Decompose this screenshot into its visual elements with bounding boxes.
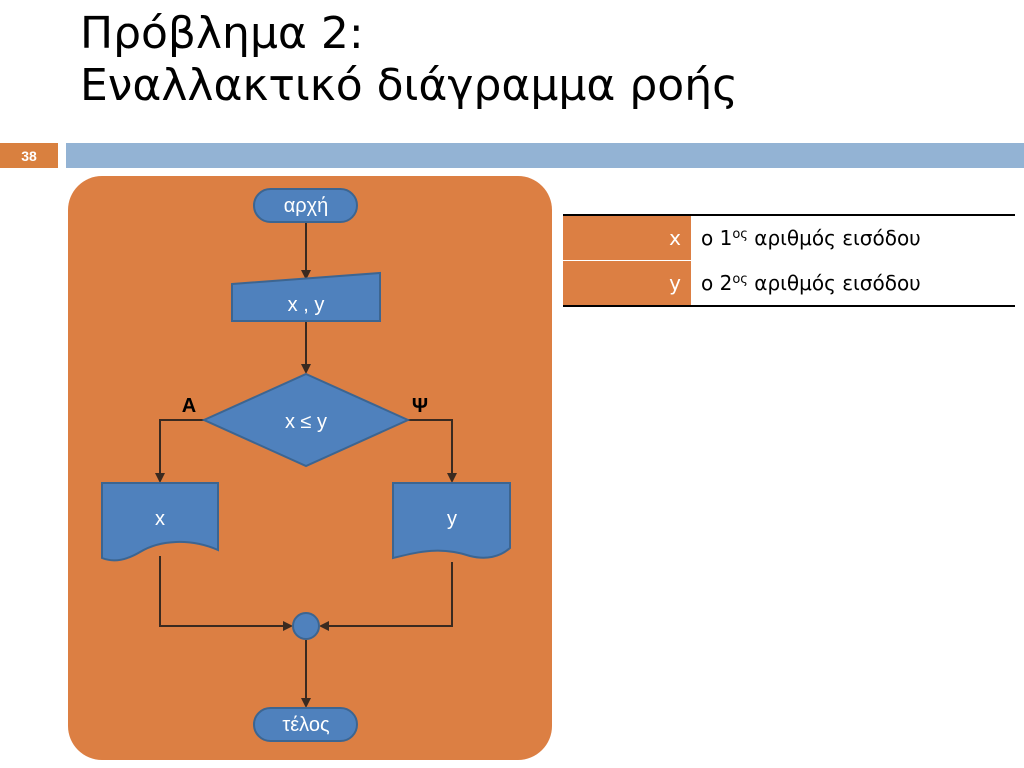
output-x-label: x [155, 508, 165, 530]
title-line-1: Πρόβλημα 2: [80, 8, 364, 59]
arrow-yes-to-join [159, 556, 293, 631]
join-connector [292, 612, 320, 640]
no-branch-label: Ψ [412, 395, 428, 417]
slide-title: Πρόβλημα 2: Εναλλακτικό διάγραμμα ροής [80, 8, 1000, 112]
end-terminal [253, 707, 358, 742]
output-doc-x [101, 482, 219, 562]
arrow-no-to-join [319, 562, 453, 631]
decision-diamond [201, 372, 411, 468]
variable-name: x [563, 216, 691, 260]
output-doc-y [392, 482, 511, 560]
input-shape [231, 271, 381, 322]
start-terminal [253, 188, 358, 223]
input-label: x , y [288, 294, 325, 316]
output-y-label: y [447, 508, 457, 530]
arrow-yes-branch [155, 419, 204, 483]
title-line-2: Εναλλακτικό διάγραμμα ροής [80, 60, 738, 111]
header-bar [66, 143, 1024, 168]
decision-label: x ≤ y [285, 411, 327, 433]
start-label: αρχή [284, 195, 329, 217]
end-label: τέλος [282, 714, 330, 736]
slide-number: 38 [0, 143, 58, 168]
yes-branch-label: Α [182, 395, 196, 417]
variable-name: y [563, 261, 691, 305]
arrow-no-branch [408, 419, 457, 483]
